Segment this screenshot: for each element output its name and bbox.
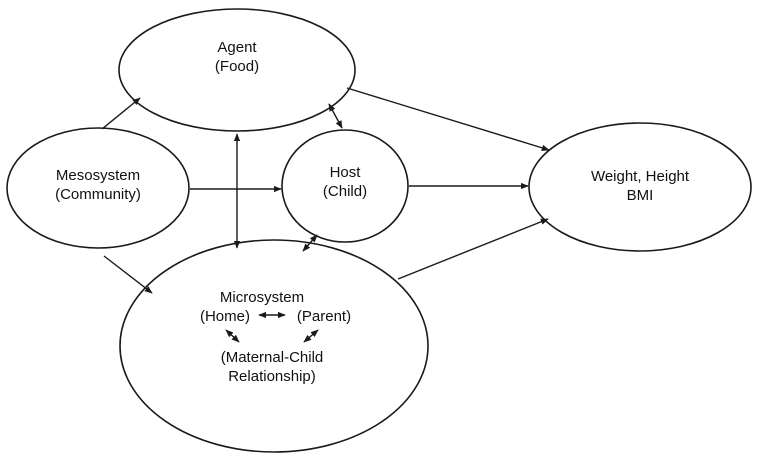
outcome-ellipse [528, 122, 752, 252]
mesosystem-sublabel: (Community) [55, 186, 141, 203]
host-sublabel: (Child) [323, 183, 367, 200]
mesosystem-label: Mesosystem [56, 167, 140, 184]
arrow-agent-to-outcome [346, 87, 550, 151]
host-label: Host [330, 164, 362, 181]
home-label: (Home) [200, 308, 250, 325]
arrow-host-microsystem [302, 234, 318, 252]
outcome-sublabel: BMI [627, 187, 654, 204]
agent-sublabel: (Food) [215, 58, 259, 75]
outcome-node: Weight, Height BMI [528, 122, 752, 252]
mesosystem-ellipse [6, 127, 190, 249]
arrow-home-relationship [225, 329, 240, 343]
microsystem-ellipse [119, 239, 429, 453]
agent-node: Agent (Food) [118, 8, 356, 132]
agent-label: Agent [217, 39, 257, 56]
microsystem-label: Microsystem [220, 289, 304, 306]
relationship-label: (Maternal-Child [221, 349, 324, 366]
outcome-label: Weight, Height [591, 168, 690, 185]
arrow-mesosystem-to-agent [101, 97, 141, 130]
agent-ellipse [118, 8, 356, 132]
mesosystem-node: Mesosystem (Community) [6, 127, 190, 249]
arrow-microsystem-to-outcome [397, 218, 549, 280]
arrow-parent-relationship [303, 329, 319, 343]
relationship-sublabel: Relationship) [228, 368, 316, 385]
host-node: Host (Child) [281, 129, 409, 243]
host-ellipse [281, 129, 409, 243]
parent-label: (Parent) [297, 308, 351, 325]
arrow-mesosystem-to-microsystem [103, 255, 153, 294]
microsystem-node: Microsystem (Home) (Parent) (Maternal-Ch… [119, 239, 429, 453]
arrow-agent-host [328, 103, 343, 129]
